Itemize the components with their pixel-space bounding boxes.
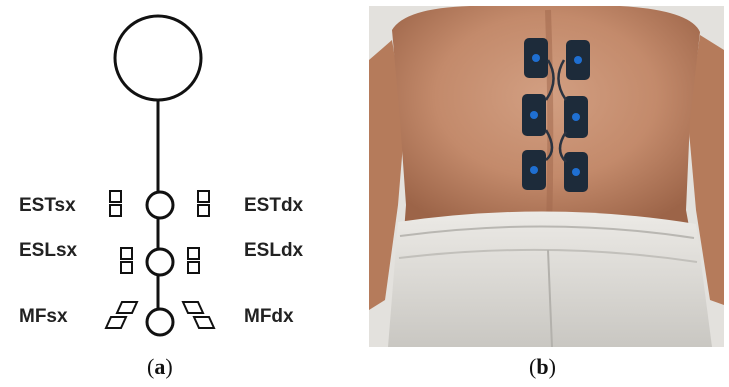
mf-left-electrodes	[106, 302, 137, 328]
label-esl-left: ESLsx	[19, 240, 78, 261]
head-circle	[115, 16, 201, 100]
caption-b: (b)	[529, 354, 556, 380]
vertebra-lumbar	[147, 249, 173, 275]
vertebra-thoracic	[147, 192, 173, 218]
caption-b-letter: b	[536, 354, 548, 379]
caption-b-close: )	[549, 354, 556, 379]
esl-left-electrodes	[121, 248, 132, 273]
caption-a: (a)	[147, 354, 173, 380]
label-esl-right: ESLdx	[244, 240, 304, 261]
mf-right-electrodes	[183, 302, 214, 328]
vertebra-sacral	[147, 309, 173, 335]
spine-shadow	[548, 10, 550, 232]
est-left-electrodes	[110, 191, 121, 216]
label-est-left: ESTsx	[19, 195, 76, 216]
label-est-right: ESTdx	[244, 195, 304, 216]
caption-a-letter: a	[154, 354, 165, 379]
esl-right-electrodes	[188, 248, 199, 273]
panel-a-diagram: ESTsx ESTdx ESLsx ESLdx MFsx MFdx	[19, 16, 304, 335]
label-mf-left: MFsx	[19, 306, 68, 327]
caption-a-close: )	[165, 354, 172, 379]
est-right-electrodes	[198, 191, 209, 216]
panel-b-photo	[369, 6, 724, 347]
label-mf-right: MFdx	[244, 306, 294, 327]
